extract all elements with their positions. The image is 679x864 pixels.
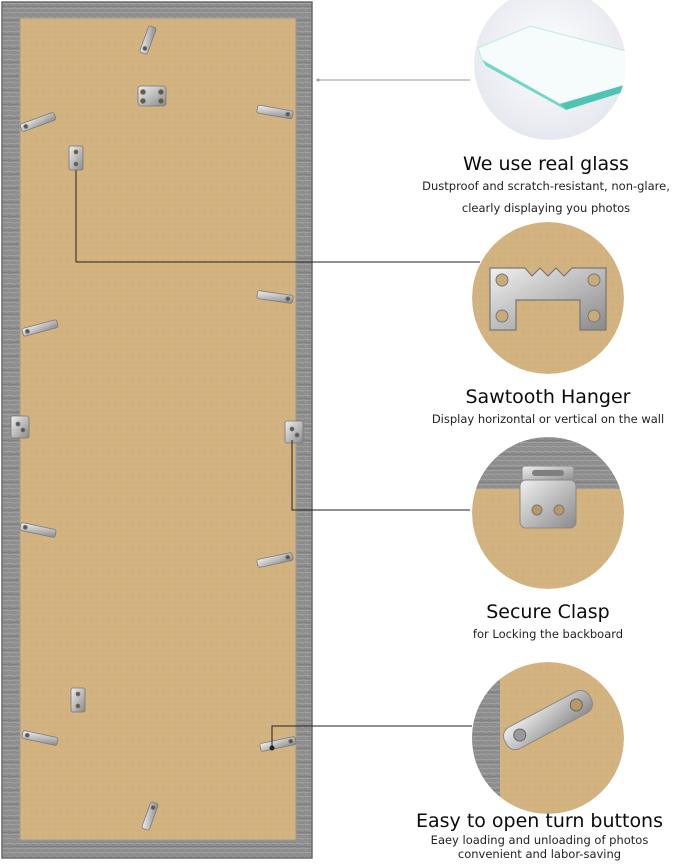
feature-desc-line: Eaey loading and unloading of photos	[430, 832, 649, 847]
turn-button-right-4	[259, 736, 297, 752]
turn-button-icon	[472, 662, 624, 814]
feature-title: Easy to open turn buttons	[415, 810, 664, 832]
turn-button-left-1	[19, 112, 57, 132]
feature-title: We use real glass	[463, 153, 629, 175]
turn-button-right-1	[256, 104, 294, 120]
feature-turn-buttons: Easy to open turn buttons Eaey loading a…	[400, 810, 679, 862]
sawtooth-hanger-icon	[472, 222, 624, 374]
turn-button-top	[139, 25, 157, 55]
feature-desc-line: convenient and labor-saving	[457, 847, 622, 862]
turn-button-left-2	[21, 319, 59, 337]
callout-line-turn-button	[271, 725, 472, 748]
clasps	[10, 415, 304, 444]
turn-button-left-3	[19, 522, 57, 538]
turn-button-bottom	[141, 801, 159, 831]
feature-desc-line: Dustproof and scratch-resistant, non-gla…	[422, 178, 670, 193]
callout-line-hanger	[75, 170, 480, 263]
turn-button-right-2	[256, 290, 294, 304]
turn-button-right-3	[256, 552, 294, 568]
clasp-left	[10, 415, 30, 439]
sawtooth-hangers	[68, 85, 167, 713]
sawtooth-hanger-left-top	[68, 145, 84, 171]
feature-sawtooth-hanger: Sawtooth Hanger Display horizontal or ve…	[408, 386, 679, 431]
sawtooth-hanger-top	[137, 85, 167, 107]
feature-title: Secure Clasp	[486, 601, 610, 623]
glass-panel-icon	[474, 0, 626, 140]
callout-lines	[75, 79, 480, 748]
turn-button-left-4	[21, 730, 59, 746]
feature-desc-line: Display horizontal or vertical on the wa…	[431, 411, 665, 426]
feature-glass: We use real glass Dustproof and scratch-…	[405, 153, 679, 219]
sawtooth-hanger-left-bottom	[70, 687, 86, 713]
clasp-right	[284, 420, 304, 444]
feature-desc-line: for Locking the backboard	[472, 626, 624, 641]
feature-secure-clasp: Secure Clasp for Locking the backboard	[418, 601, 678, 646]
picture-frame	[1, 1, 313, 859]
turn-buttons	[19, 25, 297, 831]
callout-line-clasp	[291, 440, 470, 511]
backboard	[20, 18, 296, 840]
feature-desc-line: clearly displaying you photos	[461, 200, 631, 215]
feature-title: Sawtooth Hanger	[465, 386, 631, 408]
clasp-icon	[472, 437, 624, 589]
